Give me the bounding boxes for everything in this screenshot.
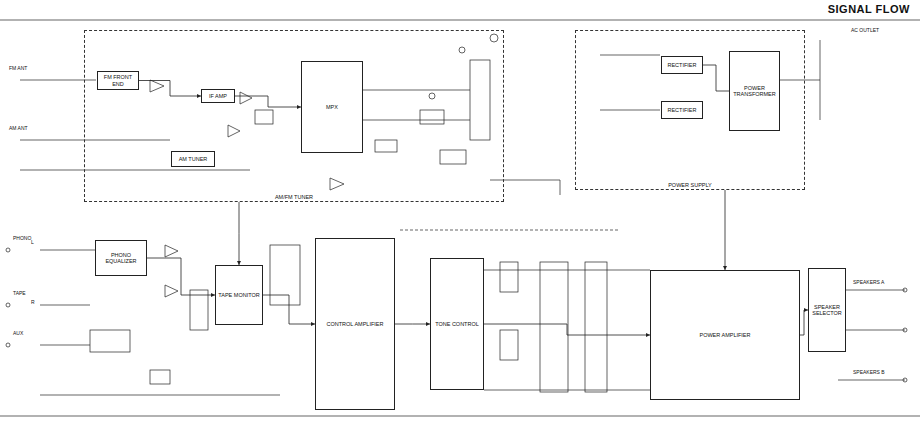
block-box: POWER TRANSFORMER [729, 51, 780, 131]
block-box: FM FRONT END [97, 71, 139, 90]
signal-connector [147, 258, 215, 295]
block-label: MPX [324, 103, 340, 111]
signal-label: FM ANT [8, 66, 28, 72]
block-box: CONTROL AMPLIFIER [315, 238, 395, 410]
block-label: TONE CONTROL [433, 320, 481, 328]
block-label: CONTROL AMPLIFIER [325, 320, 386, 328]
block-box: TONE CONTROL [430, 258, 484, 390]
signal-label: AUX [12, 331, 24, 337]
signal-label: L [30, 240, 35, 246]
signal-connector [800, 310, 808, 335]
signal-label: SPEAKERS B [852, 370, 886, 376]
block-label: AM TUNER [177, 155, 210, 163]
signal-connector [484, 324, 650, 335]
signal-connector [703, 65, 729, 91]
signal-label: AM ANT [8, 126, 29, 132]
signal-label: AC OUTLET [850, 28, 880, 34]
block-label: PHONO EQUALIZER [96, 251, 146, 265]
signal-label: TAPE [12, 291, 27, 297]
signal-connector [263, 295, 315, 324]
signal-connector [235, 96, 301, 107]
block-box: POWER AMPLIFIER [650, 270, 800, 400]
signal-label: R [30, 300, 36, 306]
block-label: IF AMP [207, 92, 229, 100]
diagram-title: SIGNAL FLOW [828, 3, 910, 15]
block-label: RECTIFIER [665, 61, 698, 69]
block-box: SPEAKER SELECTOR [808, 268, 846, 352]
section-outline: AM/FM TUNER FM FRONT END IF AMP MPX AM TUNER [84, 30, 504, 202]
signal-connector [395, 324, 430, 325]
signal-connector [139, 81, 201, 97]
block-box: IF AMP [201, 89, 235, 103]
block-label: FM FRONT END [98, 73, 138, 87]
block-box: PHONO EQUALIZER [95, 240, 147, 276]
block-box: RECTIFIER [661, 101, 703, 119]
signal-label: SPEAKERS A [852, 280, 885, 286]
block-label: POWER SUPPLY [666, 181, 714, 189]
section-outline: POWER SUPPLY POWER TRANSFORMER RECTIFIER RE… [575, 30, 805, 190]
block-label: AM/FM TUNER [273, 193, 315, 201]
block-label: TAPE MONITOR [216, 291, 261, 299]
signal-connector [725, 190, 726, 270]
block-box: RECTIFIER [661, 56, 703, 74]
block-box: TAPE MONITOR [215, 265, 263, 325]
block-box: MPX [301, 61, 363, 153]
block-label: POWER AMPLIFIER [697, 331, 752, 339]
block-label: SPEAKER SELECTOR [809, 303, 845, 317]
block-label: RECTIFIER [665, 106, 698, 114]
signal-connector [239, 202, 240, 265]
block-label: POWER TRANSFORMER [730, 84, 779, 98]
block-box: AM TUNER [171, 151, 215, 167]
